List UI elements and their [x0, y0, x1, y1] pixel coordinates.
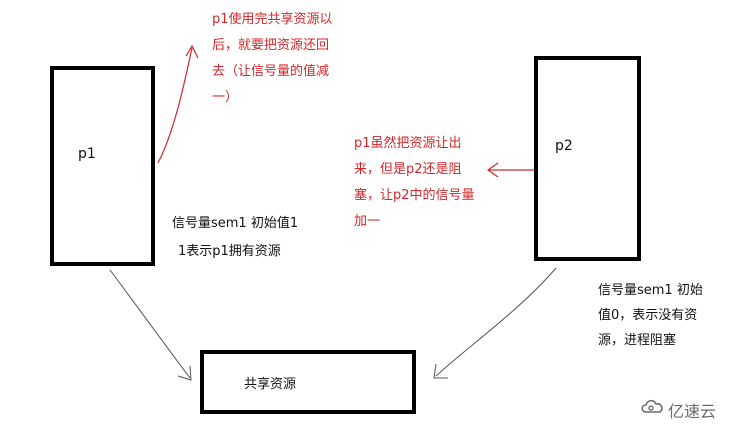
- p2-yield-arrowhead: [486, 162, 499, 178]
- process-p2-box: [534, 56, 641, 261]
- p2-yield-note-line4: 加一: [354, 214, 381, 229]
- process-p1-label: p1: [78, 146, 96, 162]
- p2-yield-note-line3: 塞，让p2中的信号量: [354, 188, 475, 203]
- p1-release-note-line4: 一）: [212, 90, 239, 105]
- watermark-text: 亿速云: [668, 402, 717, 421]
- shared-resource-box: [200, 350, 416, 414]
- shared-resource-label: 共享资源: [244, 377, 297, 392]
- sem1-p2-note-line1: 信号量sem1 初始: [598, 283, 703, 298]
- p1-to-shared-arrowhead: [177, 365, 192, 381]
- cloud-logo-icon: [641, 399, 663, 413]
- p2-to-shared-arrow: [435, 267, 557, 377]
- p2-to-shared-arrowhead: [433, 363, 448, 379]
- p1-release-note-line2: 后，就要把资源还回: [212, 38, 330, 53]
- p1-release-note-line1: p1使用完共享资源以: [212, 12, 333, 27]
- process-p1-box: [50, 66, 155, 266]
- p2-yield-note-line2: 来，但是p2还是阻: [354, 162, 462, 177]
- process-p2-label: p2: [555, 138, 573, 154]
- p2-yield-note-line1: p1虽然把资源让出: [354, 136, 462, 151]
- sem1-initial-note-line1: 信号量sem1 初始值1: [172, 216, 299, 231]
- sem1-p2-note-line3: 源，进程阻塞: [598, 333, 677, 348]
- sem1-p2-note-line2: 值0，表示没有资: [598, 308, 698, 323]
- p1-release-arrowhead: [185, 44, 199, 59]
- p1-release-arrow: [157, 47, 193, 164]
- sem1-initial-note-line2: 1表示p1拥有资源: [178, 244, 281, 259]
- p1-to-shared-arrow: [109, 269, 191, 379]
- p1-release-note-line3: 去（让信号量的值减: [212, 64, 330, 79]
